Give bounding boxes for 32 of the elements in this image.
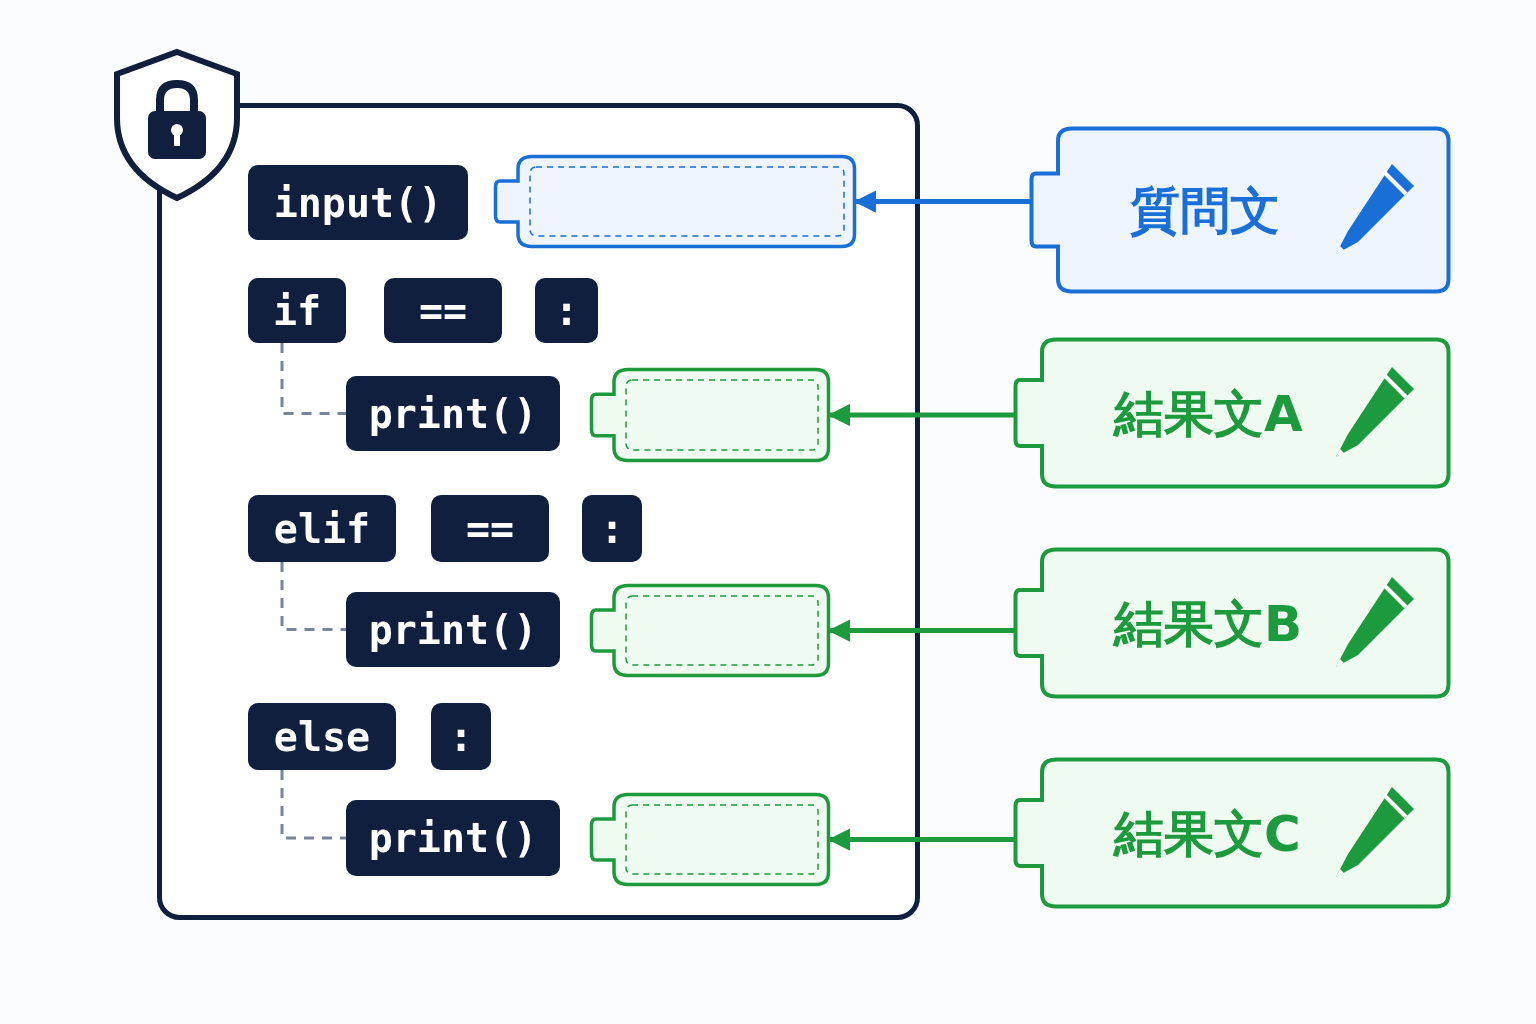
card-label: 結果文A [1114,384,1303,445]
blank-slot [590,368,830,462]
card-label: 質問文 [1130,181,1280,242]
card-label: 結果文B [1114,594,1303,655]
label-card [1014,338,1450,488]
code-block: else [248,703,396,770]
arrow [827,828,1014,851]
code-block: if [248,278,346,343]
arrow [853,190,1030,213]
code-panel [157,103,920,920]
code-block: elif [248,495,396,562]
blank-slot [590,584,830,677]
label-card [1030,127,1450,293]
tree-line [280,562,346,631]
blank-slot [590,793,830,886]
code-block: : [582,495,642,562]
code-block: : [431,703,491,770]
tree-line [280,770,346,840]
code-block: print() [346,376,560,451]
code-block: print() [346,592,560,667]
tree-line [280,343,346,415]
blank-slot [494,155,856,248]
code-block: == [431,495,549,562]
code-block: print() [346,800,560,876]
label-card [1014,758,1450,908]
arrow [827,403,1014,427]
code-block: input() [248,165,468,240]
code-block: : [535,278,598,343]
card-label: 結果文C [1114,804,1301,865]
code-block: == [384,278,502,343]
arrow [827,619,1014,642]
label-card [1014,548,1450,698]
